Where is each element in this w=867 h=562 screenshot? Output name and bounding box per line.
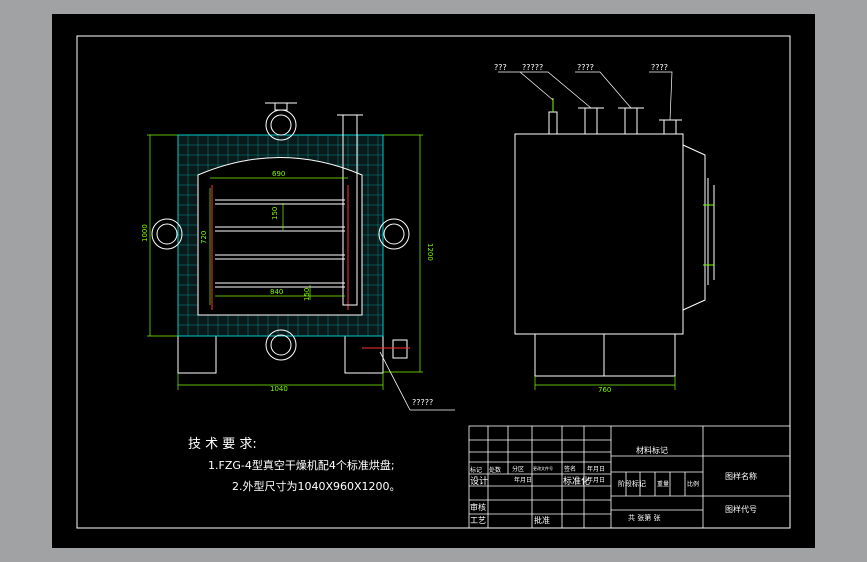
heating-plates xyxy=(215,199,345,288)
tb-approve: 批准 xyxy=(534,515,550,525)
dim-inner-width: 690 xyxy=(272,170,285,178)
tb-mark: 标记 xyxy=(470,466,482,474)
notes-line-1: 1.FZG-4型真空干燥机配4个标准烘盘; xyxy=(208,458,395,472)
tb-change-doc: 更改文件号 xyxy=(533,465,553,471)
tb-standardize: 标准化 xyxy=(563,475,590,487)
drawing-canvas: 690 150 720 1000 1200 840 150 1040 ????? xyxy=(52,14,815,548)
tb-process: 工艺 xyxy=(470,516,486,525)
dimension-lines xyxy=(147,134,423,390)
dim-base-width: 1040 xyxy=(270,385,288,393)
side-dimension xyxy=(534,376,676,390)
tb-drawing-name: 图样名称 xyxy=(725,471,757,481)
tb-zone: 分区 xyxy=(512,465,524,473)
front-view xyxy=(147,102,455,411)
tb-sheets: 共 张第 张 xyxy=(628,513,660,522)
cad-drawing: 690 150 720 1000 1200 840 150 1040 ????? xyxy=(52,14,815,548)
dim-outer-height-left: 1000 xyxy=(141,224,149,242)
dim-pitch-1: 150 xyxy=(271,207,279,220)
leader-lines xyxy=(498,71,673,121)
tb-drawing-code: 图样代号 xyxy=(725,504,757,514)
dim-outer-height-right: 1200 xyxy=(426,243,434,261)
tb-date-2: 年月日 xyxy=(514,476,532,484)
side-view xyxy=(498,71,715,390)
dim-pitch-2: 150 xyxy=(303,288,311,301)
tb-date-3: 年月日 xyxy=(587,476,605,484)
callout-bottom: ????? xyxy=(412,398,433,407)
tb-sign: 签名 xyxy=(564,465,576,473)
tb-weight: 重量 xyxy=(657,480,669,488)
dim-inner-height: 720 xyxy=(200,231,208,244)
tb-count: 处数 xyxy=(489,466,501,474)
side-base xyxy=(534,333,676,377)
tb-scale: 比例 xyxy=(687,480,699,488)
side-door xyxy=(682,144,706,311)
notes-heading: 技 术 要 求: xyxy=(188,437,257,452)
tb-date: 年月日 xyxy=(587,465,605,473)
drawing-background xyxy=(52,14,815,548)
callout-right-2: ????? xyxy=(522,63,543,72)
drawing-border xyxy=(76,35,791,529)
title-block-grid xyxy=(468,425,791,529)
tb-review: 审核 xyxy=(470,502,486,512)
flanges xyxy=(151,102,410,361)
callout-right-1: ??? xyxy=(494,63,507,72)
dim-shelf-width: 840 xyxy=(270,288,283,296)
tb-material-mark: 材料标记 xyxy=(636,445,668,455)
callout-right-4: ???? xyxy=(651,63,668,72)
callout-right-3: ???? xyxy=(577,63,594,72)
inner-chamber xyxy=(197,157,363,316)
tb-design: 设计 xyxy=(470,475,488,487)
notes-line-2: 2.外型尺寸为1040X960X1200。 xyxy=(232,479,401,493)
tb-stage-mark: 阶段标记 xyxy=(618,479,646,488)
dim-side-depth: 760 xyxy=(598,386,611,394)
